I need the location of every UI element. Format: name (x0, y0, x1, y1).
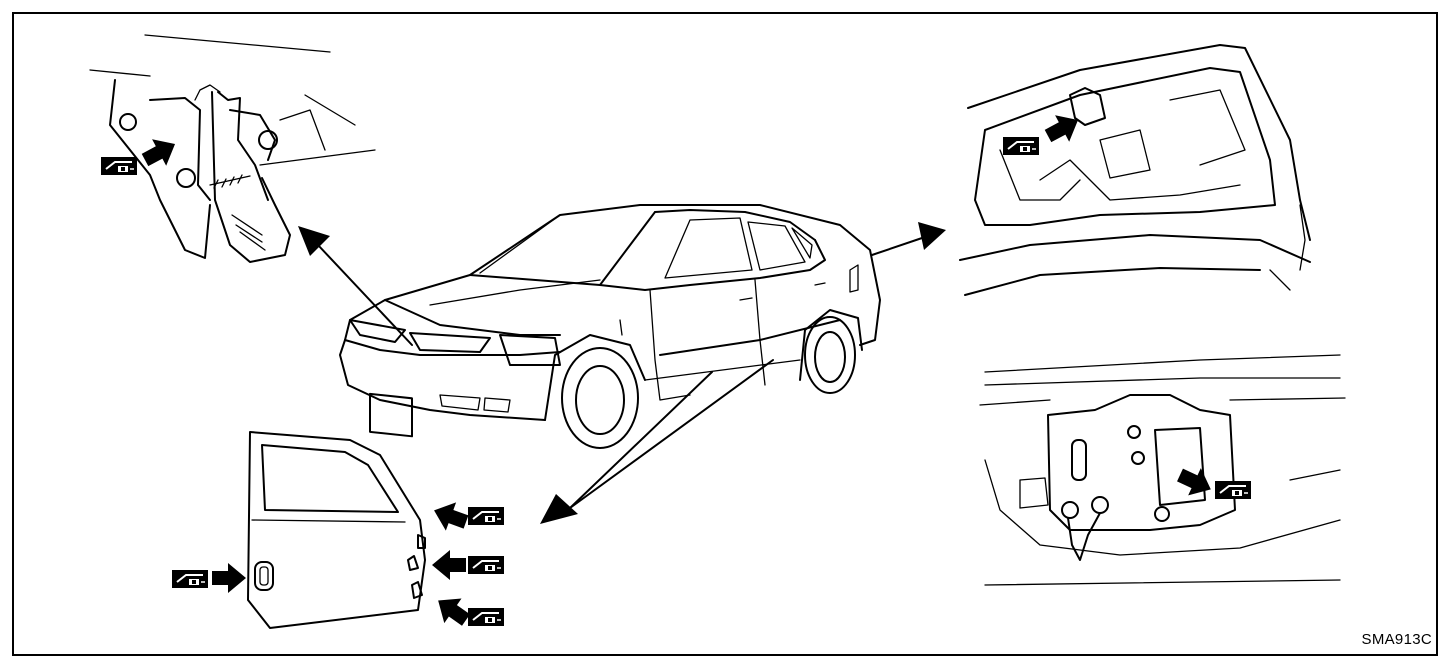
door-hinge-upper-pointer-icon (428, 496, 472, 537)
door-check-link-lube-icon (467, 555, 505, 575)
hood-latch-detail (89, 34, 376, 263)
trunk-lock-lube-icon (1214, 480, 1252, 500)
leader-arrows (298, 222, 946, 524)
hood-latch-lube-icon (100, 156, 138, 176)
arrow-to-hood-latch-icon (298, 226, 330, 256)
door-lock-pointer-icon (212, 563, 246, 593)
door-hinge-lower-pointer-icon (429, 588, 475, 633)
trunk-lid-lube-icon (1002, 136, 1040, 156)
car-illustration (339, 204, 881, 449)
door-hinge-upper-lube-icon (467, 506, 505, 526)
arrow-to-door-icon (540, 494, 578, 524)
arrow-to-trunk-lid-icon (918, 222, 946, 250)
door-detail (171, 431, 505, 633)
trunk-lock-pointer-icon (1173, 461, 1218, 503)
door-lock-striker-lube-icon (171, 569, 209, 589)
figure-frame (12, 12, 1438, 656)
trunk-lock-detail (979, 354, 1346, 586)
door-hinge-lower-lube-icon (467, 607, 505, 627)
figure-reference-code: SMA913C (1361, 631, 1432, 648)
door-check-link-pointer-icon (432, 550, 466, 580)
trunk-lid-detail (959, 44, 1311, 296)
trunk-lid-pointer-icon (1040, 106, 1086, 150)
